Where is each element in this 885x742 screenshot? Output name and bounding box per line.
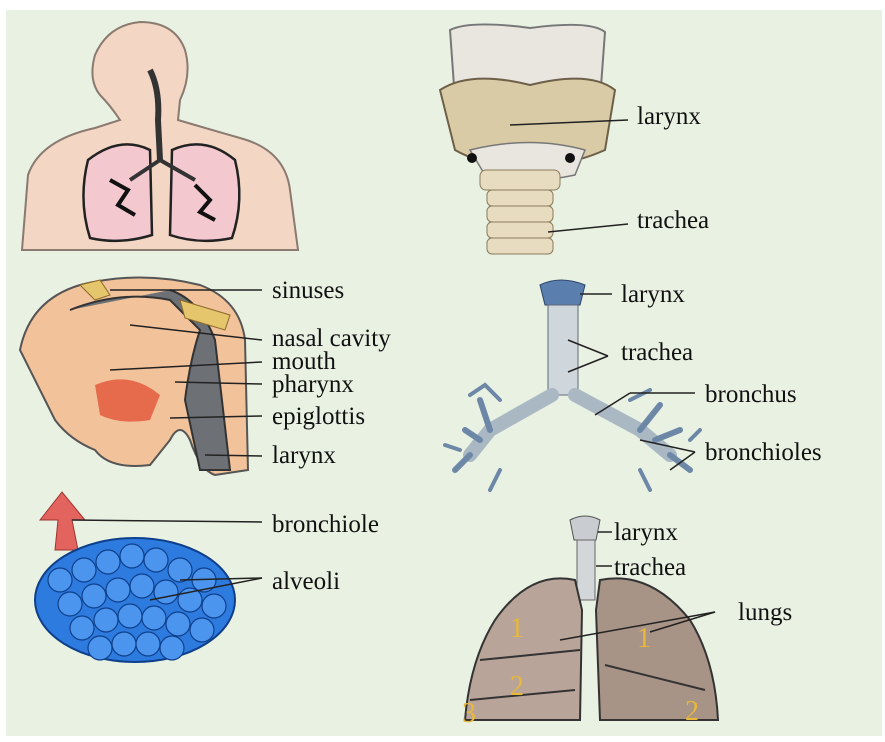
- label-larynx-tree: larynx: [621, 282, 685, 307]
- label-trachea-closeup: trachea: [637, 208, 709, 233]
- lobe-number-left-lower: 3: [462, 700, 476, 728]
- leader-larynx-2: [205, 455, 262, 456]
- label-larynx-head: larynx: [272, 443, 336, 468]
- label-lungs: lungs: [738, 600, 792, 625]
- label-bronchioles: bronchioles: [705, 440, 822, 465]
- label-trachea-tree: trachea: [621, 340, 693, 365]
- label-larynx-closeup: larynx: [637, 104, 701, 129]
- lobe-number-right-upper: 1: [637, 625, 651, 653]
- lobe-number-left-middle: 2: [510, 673, 524, 701]
- lobe-number-right-lower: 2: [685, 698, 699, 726]
- label-trachea-lungs: trachea: [614, 555, 686, 580]
- label-larynx-lungs: larynx: [614, 520, 678, 545]
- label-epiglottis: epiglottis: [272, 404, 365, 429]
- label-pharynx: pharynx: [272, 372, 354, 397]
- label-bronchus: bronchus: [705, 382, 797, 407]
- label-bronchiole: bronchiole: [272, 512, 379, 537]
- lobe-number-left-upper: 1: [510, 615, 524, 643]
- label-alveoli: alveoli: [272, 569, 340, 594]
- label-sinuses: sinuses: [272, 278, 344, 303]
